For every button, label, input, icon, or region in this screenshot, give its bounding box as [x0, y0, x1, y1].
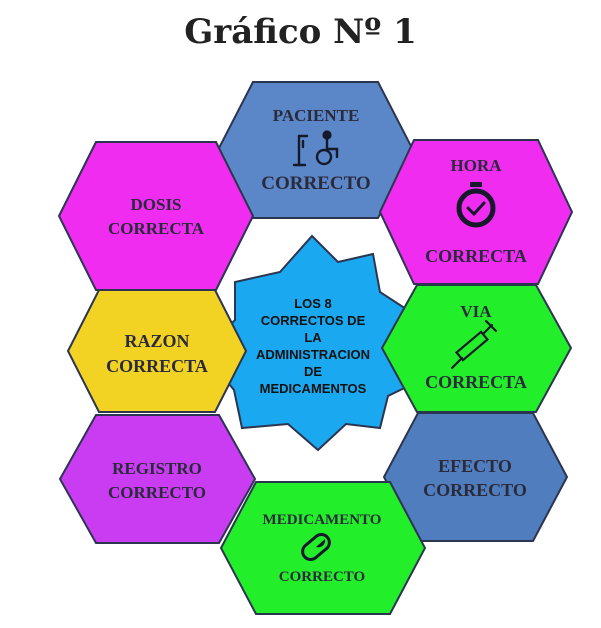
hex-via-label-2: CORRECTA: [425, 372, 527, 392]
center-line-2: CORRECTOS DE: [261, 313, 366, 328]
hex-medicamento-shape: [219, 481, 427, 615]
center-line-4: ADMINISTRACION: [256, 347, 370, 362]
center-star-shape: [201, 234, 427, 452]
hex-razon-shape: [66, 289, 248, 413]
hex-registro: REGISTRO CORRECTO: [58, 414, 257, 544]
hex-medicamento: MEDICAMENTO CORRECTO: [219, 481, 427, 615]
hex-registro-shape: [58, 414, 257, 544]
hex-paciente-label-1: PACIENTE: [273, 106, 360, 125]
center-line-1: LOS 8: [294, 296, 332, 311]
hex-dosis-label-2: CORRECTA: [108, 219, 205, 238]
pill-icon: [301, 533, 331, 561]
hex-medicamento-label-2: CORRECTO: [279, 569, 365, 585]
hex-efecto-label-1: EFECTO: [438, 456, 512, 476]
hex-efecto-label-2: CORRECTO: [423, 480, 527, 500]
hex-paciente-label-2: CORRECTO: [261, 173, 370, 194]
center-line-5: DE: [304, 364, 322, 379]
hex-via: VIA CORRECTA: [380, 284, 573, 413]
center-star: LOS 8 CORRECTOS DE LA ADMINISTRACION DE …: [201, 234, 427, 452]
hex-paciente-shape: [216, 81, 415, 219]
center-line-3: LA: [304, 330, 322, 345]
hex-dosis: DOSIS CORRECTA: [57, 141, 255, 291]
hex-dosis-shape: [57, 141, 255, 291]
hex-registro-label-1: REGISTRO: [112, 459, 202, 478]
hex-hora-label-2: CORRECTA: [425, 246, 527, 266]
hex-hora-label-1: HORA: [451, 156, 503, 175]
hex-razon: RAZON CORRECTA: [66, 289, 248, 413]
hex-razon-label-2: CORRECTA: [106, 356, 208, 376]
hex-medicamento-label-1: MEDICAMENTO: [263, 512, 382, 528]
patient-iv-icon: [292, 130, 339, 167]
page-title: Gráfico Nº 1: [184, 12, 417, 52]
syringe-icon: [450, 319, 498, 370]
hex-registro-label-2: CORRECTO: [108, 483, 206, 502]
hex-hora: HORA CORRECTA: [378, 139, 574, 285]
hex-dosis-label-1: DOSIS: [130, 195, 181, 214]
center-line-6: MEDICAMENTOS: [260, 381, 367, 396]
clock-icon: [456, 182, 496, 228]
hex-paciente: PACIENTE CORRECTO: [216, 81, 415, 219]
hex-via-label-1: VIA: [460, 302, 492, 321]
hex-razon-label-1: RAZON: [124, 331, 189, 351]
